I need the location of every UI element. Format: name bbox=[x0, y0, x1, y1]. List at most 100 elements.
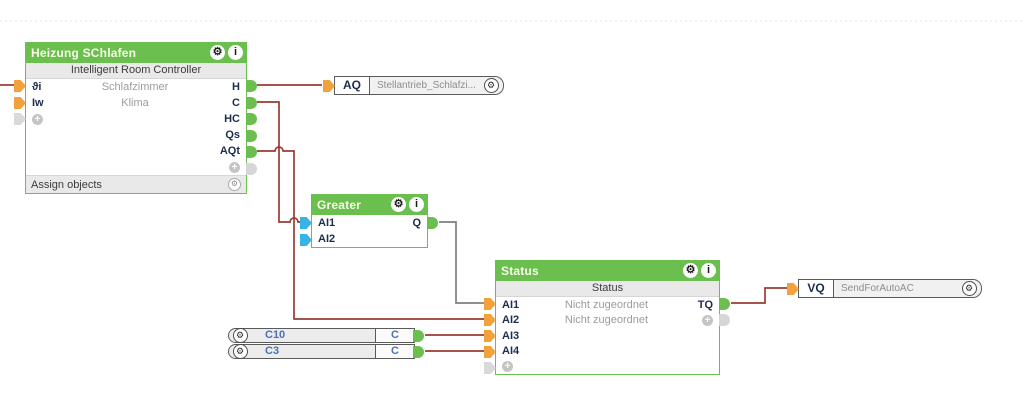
add-input-button[interactable]: + bbox=[502, 361, 513, 373]
input-connector-ai1[interactable] bbox=[300, 217, 312, 229]
input-connector-unassigned[interactable] bbox=[484, 362, 496, 374]
wire-status-tq-to-vq[interactable] bbox=[731, 287, 787, 304]
input-connector-ai2[interactable] bbox=[484, 314, 496, 326]
output-connector-q[interactable] bbox=[427, 217, 438, 229]
gear-icon[interactable]: ⚙ bbox=[683, 263, 698, 278]
input-connector-thetai[interactable] bbox=[14, 80, 26, 92]
constant-label: C10 bbox=[265, 329, 286, 341]
output-label-hc: HC bbox=[224, 113, 240, 125]
output-label-c: C bbox=[232, 97, 240, 109]
block-heizung-schlafen[interactable]: Heizung SChlafen ⚙ i Intelligent Room Co… bbox=[14, 42, 257, 194]
assigned-object-label: Klima bbox=[121, 97, 149, 109]
output-label-q: Q bbox=[412, 217, 421, 229]
gear-icon[interactable]: ⚙ bbox=[483, 78, 499, 93]
info-icon[interactable]: i bbox=[228, 45, 243, 60]
output-reference-vq[interactable]: VQ SendForAutoAC ⚙ bbox=[787, 279, 982, 298]
block-header[interactable]: Status ⚙ i bbox=[496, 261, 719, 281]
block-subtitle: Status bbox=[496, 281, 719, 297]
port-label-c: C bbox=[375, 345, 414, 358]
port-rows: AI1 Q AI2 bbox=[312, 215, 427, 247]
output-connector-qs[interactable] bbox=[246, 130, 257, 142]
output-label-tq: TQ bbox=[697, 298, 713, 311]
block-status[interactable]: Status ⚙ i Status AI1 Nicht zugeordnet T… bbox=[484, 260, 730, 375]
input-connector-ai2[interactable] bbox=[300, 234, 312, 246]
wire-greater-q-to-status-ai1[interactable] bbox=[439, 221, 488, 304]
input-connector-ai1[interactable] bbox=[484, 298, 496, 310]
output-label-h: H bbox=[232, 81, 240, 93]
info-icon[interactable]: i bbox=[701, 263, 716, 278]
assign-objects-label: Assign objects bbox=[31, 178, 102, 191]
input-connector[interactable] bbox=[323, 80, 335, 92]
input-label-ai2: AI2 bbox=[318, 233, 336, 245]
input-label-ai1: AI1 bbox=[502, 298, 520, 311]
input-label-ai4: AI4 bbox=[502, 344, 520, 357]
input-connector[interactable] bbox=[787, 283, 799, 295]
port-row: AI2 bbox=[312, 231, 427, 247]
gear-icon[interactable]: ⚙ bbox=[232, 328, 248, 343]
output-connector-tq[interactable] bbox=[719, 298, 730, 310]
input-connector-ai4[interactable] bbox=[484, 346, 496, 358]
output-connector-unassigned[interactable] bbox=[246, 163, 257, 175]
gear-icon[interactable]: ⚙ bbox=[210, 45, 225, 60]
wire-aqt-to-status-ai2[interactable] bbox=[257, 146, 488, 320]
output-connector[interactable] bbox=[413, 330, 424, 342]
reference-target-label: SendForAutoAC bbox=[834, 280, 957, 297]
input-connector-iw[interactable] bbox=[14, 97, 26, 109]
gear-icon[interactable]: ⚙ bbox=[961, 281, 977, 296]
output-label-qs: Qs bbox=[225, 129, 240, 141]
input-connector-unassigned[interactable] bbox=[14, 113, 26, 125]
output-reference-aq[interactable]: AQ Stellantrieb_Schlafzi... ⚙ bbox=[323, 76, 504, 95]
gear-icon[interactable]: ⚙ bbox=[391, 197, 406, 212]
block-greater[interactable]: Greater ⚙ i AI1 Q AI2 bbox=[300, 194, 438, 248]
constant-reference-c3[interactable]: ⚙ C3 C bbox=[228, 344, 424, 359]
constant-reference-c10[interactable]: ⚙ C10 C bbox=[228, 328, 424, 343]
port-row: AI1 Q bbox=[312, 215, 427, 231]
input-label-thetai: ϑi bbox=[32, 81, 42, 93]
add-input-button[interactable]: + bbox=[32, 114, 43, 125]
port-label-c: C bbox=[375, 329, 414, 342]
port-row: AQt bbox=[26, 143, 246, 159]
port-row: AI4 bbox=[496, 343, 719, 358]
block-footer[interactable]: Assign objects ⚙ bbox=[26, 175, 246, 193]
output-connector-c[interactable] bbox=[246, 97, 257, 109]
add-output-button[interactable]: + bbox=[702, 315, 713, 327]
port-row: ϑi Schlafzimmer H bbox=[26, 79, 246, 95]
output-connector-hc[interactable] bbox=[246, 113, 257, 125]
info-icon[interactable]: i bbox=[409, 197, 424, 212]
assignment-label: Nicht zugeordnet bbox=[564, 298, 649, 311]
input-connector-ai3[interactable] bbox=[484, 330, 496, 342]
assignment-label: Nicht zugeordnet bbox=[564, 314, 649, 327]
port-row: AI2 Nicht zugeordnet + bbox=[496, 312, 719, 327]
port-row: + bbox=[496, 359, 719, 374]
output-label-aqt: AQt bbox=[219, 145, 240, 157]
block-subtitle: Intelligent Room Controller bbox=[26, 63, 246, 79]
add-output-button[interactable]: + bbox=[229, 162, 240, 173]
port-rows: ϑi Schlafzimmer H Iw Klima C + HC Qs bbox=[26, 79, 246, 175]
output-connector-unassigned[interactable] bbox=[719, 314, 730, 326]
port-row: + bbox=[26, 159, 246, 175]
block-title: Heizung SChlafen bbox=[31, 46, 137, 60]
block-header[interactable]: Heizung SChlafen ⚙ i bbox=[26, 43, 246, 63]
input-label-iw: Iw bbox=[32, 97, 44, 109]
block-title: Greater bbox=[317, 198, 362, 212]
output-connector-h[interactable] bbox=[246, 80, 257, 92]
port-row: AI1 Nicht zugeordnet TQ bbox=[496, 297, 719, 312]
block-header[interactable]: Greater ⚙ i bbox=[312, 195, 427, 215]
port-label-aq: AQ bbox=[335, 77, 370, 94]
output-connector-aqt[interactable] bbox=[246, 146, 257, 158]
constant-label: C3 bbox=[265, 345, 280, 357]
port-row: AI3 bbox=[496, 328, 719, 343]
output-connector[interactable] bbox=[413, 346, 424, 358]
port-row: Iw Klima C bbox=[26, 95, 246, 111]
input-label-ai2: AI2 bbox=[502, 314, 520, 327]
gear-icon[interactable]: ⚙ bbox=[232, 344, 248, 359]
input-label-ai3: AI3 bbox=[502, 329, 520, 342]
block-title: Status bbox=[501, 264, 539, 278]
wire-c-to-greater-ai1[interactable] bbox=[257, 101, 301, 223]
gear-icon[interactable]: ⚙ bbox=[228, 178, 241, 191]
port-label-vq: VQ bbox=[799, 280, 834, 297]
port-rows: AI1 Nicht zugeordnet TQ AI2 Nicht zugeor… bbox=[496, 297, 719, 374]
reference-target-label: Stellantrieb_Schlafzi... bbox=[370, 77, 479, 94]
